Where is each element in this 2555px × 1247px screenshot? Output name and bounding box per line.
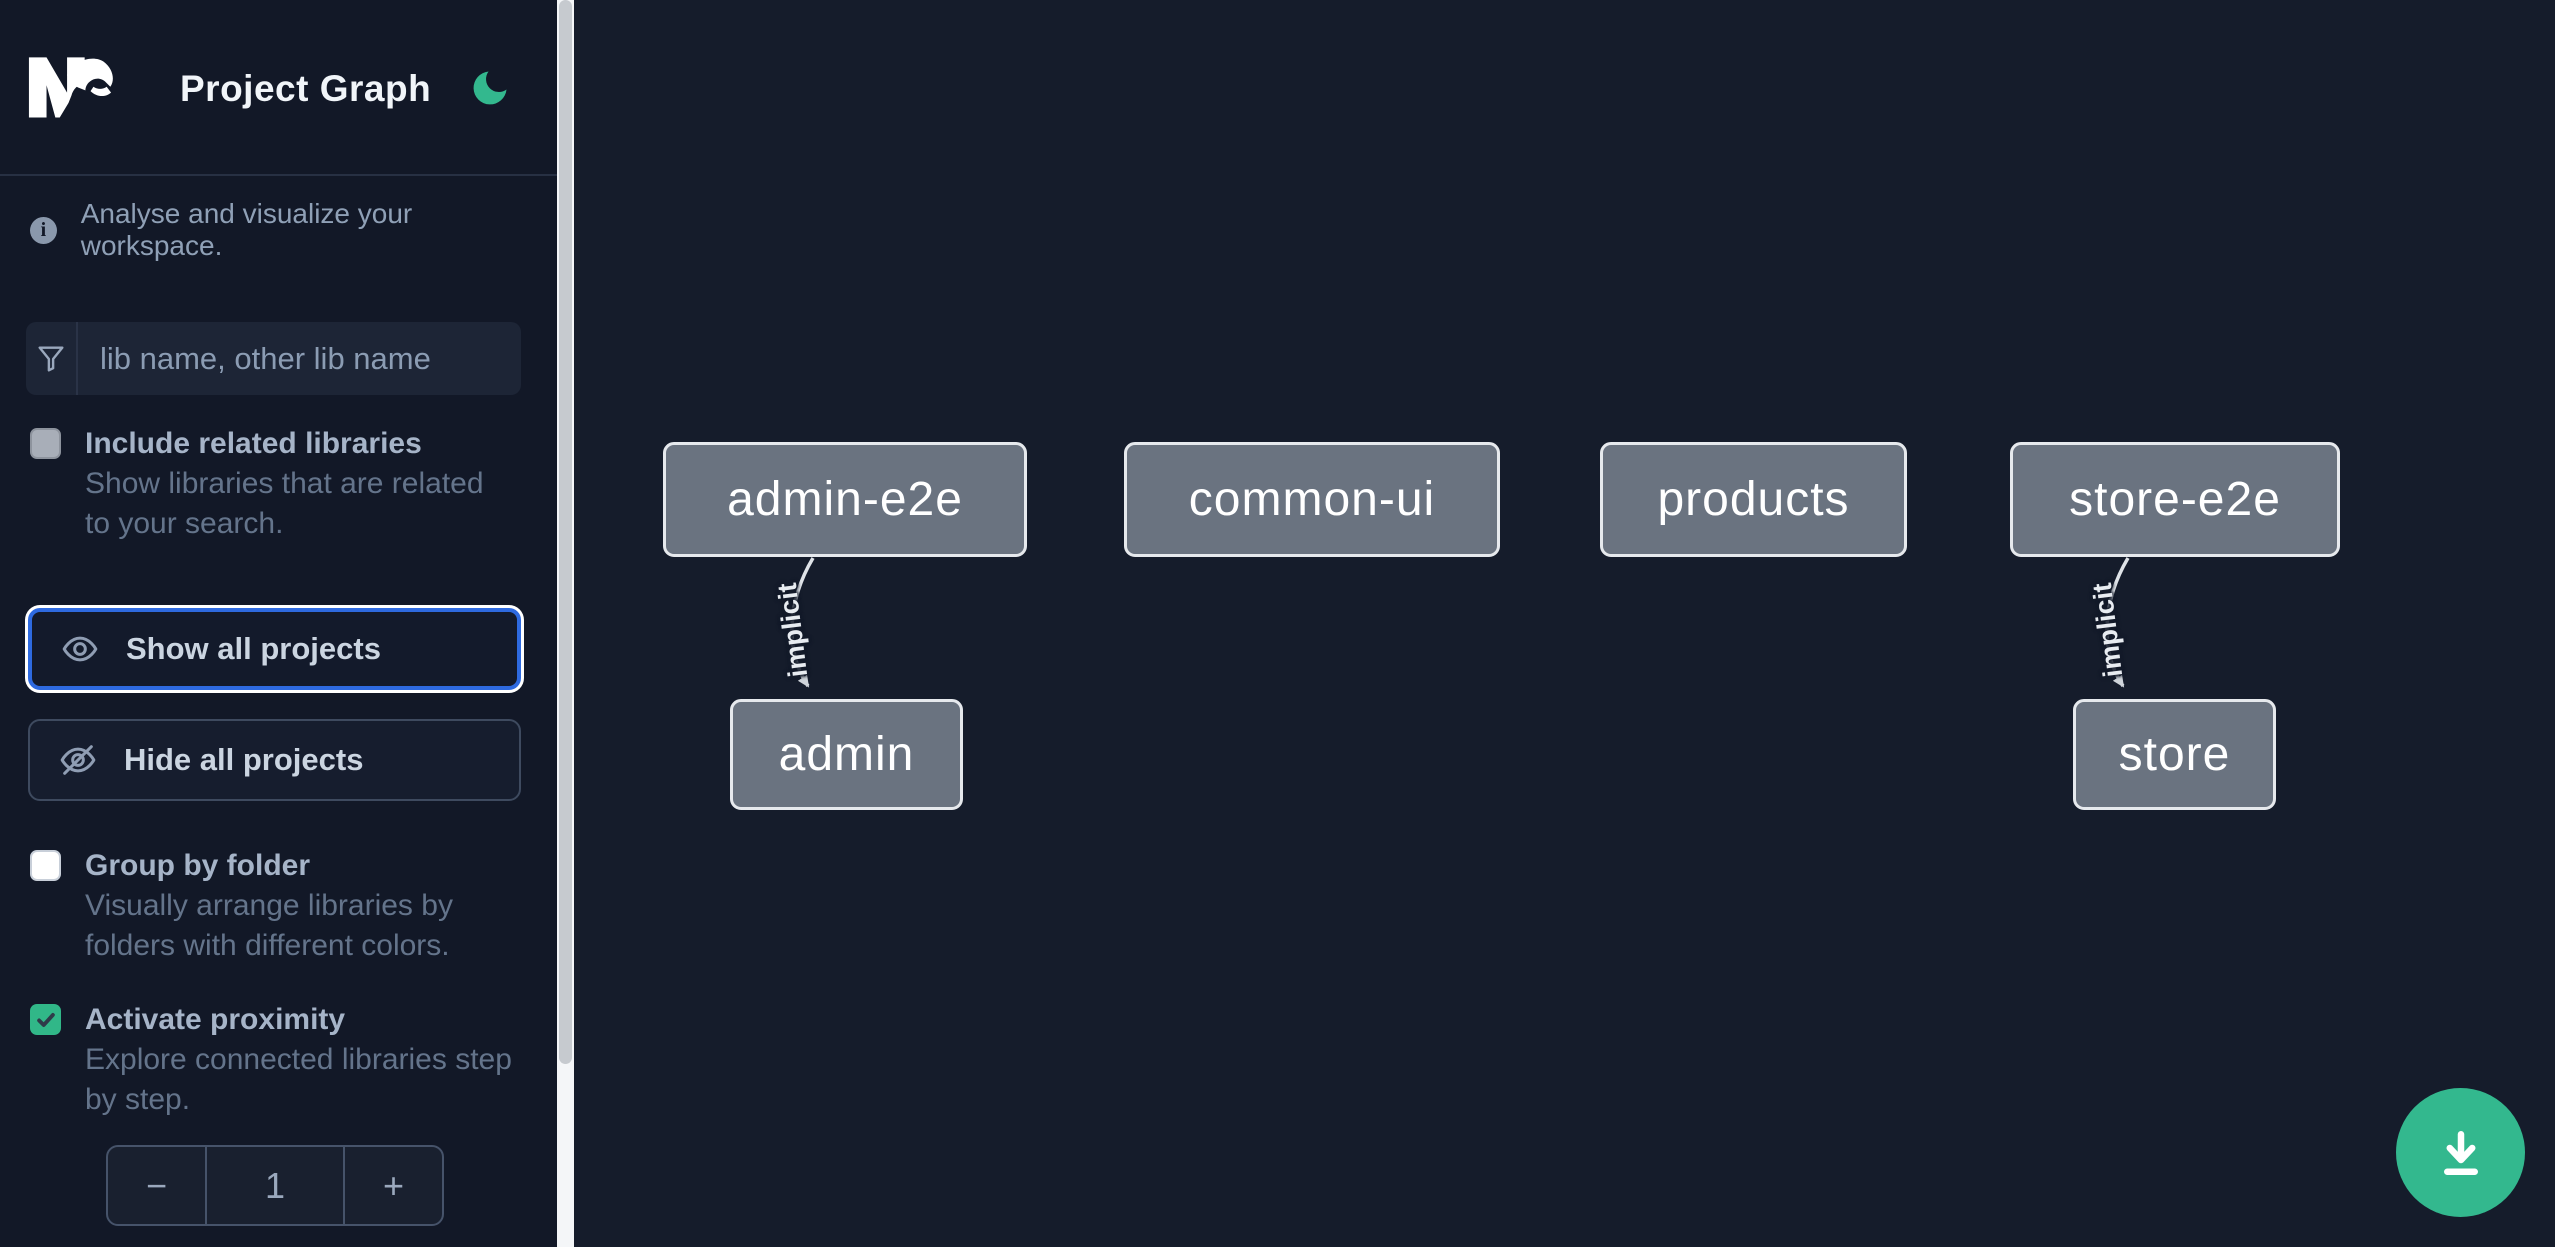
filter-funnel-icon	[26, 322, 78, 395]
option-description: Explore connected libraries step by step…	[85, 1043, 512, 1116]
option-label: Group by folder	[85, 849, 310, 882]
include-related-checkbox[interactable]	[30, 428, 61, 459]
hide-all-projects-button[interactable]: Hide all projects	[28, 719, 521, 801]
search-input[interactable]	[78, 322, 521, 395]
dark-mode-moon-icon[interactable]	[468, 66, 512, 110]
sidebar-header: Project Graph	[0, 0, 557, 176]
info-icon: i	[30, 216, 57, 244]
graph-canvas[interactable]: implicit implicit admin-e2e common-ui pr…	[574, 0, 2555, 1247]
checkmark-icon	[36, 1012, 55, 1027]
show-all-projects-button[interactable]: Show all projects	[28, 608, 521, 690]
project-node-admin[interactable]: admin	[730, 699, 963, 810]
eye-off-icon	[60, 745, 96, 775]
option-description: Visually arrange libraries by folders wi…	[85, 889, 453, 962]
project-node-products[interactable]: products	[1600, 442, 1907, 557]
project-node-admin-e2e[interactable]: admin-e2e	[663, 442, 1027, 557]
sidebar-scrollbar-thumb[interactable]	[559, 0, 572, 1064]
page-title: Project Graph	[180, 68, 432, 109]
option-include-related: Include related libraries Show libraries…	[30, 424, 515, 544]
nx-logo-icon	[28, 57, 113, 118]
download-icon	[2443, 1130, 2478, 1175]
option-group-by-folder: Group by folder Visually arrange librari…	[30, 846, 515, 966]
sidebar: Project Graph i Analyse and visualize yo…	[0, 0, 557, 1247]
button-label: Show all projects	[126, 631, 381, 666]
decrement-button[interactable]: −	[108, 1147, 207, 1224]
option-label: Include related libraries	[85, 427, 422, 460]
option-label: Activate proximity	[85, 1003, 346, 1036]
workspace-info: i Analyse and visualize your workspace.	[30, 198, 557, 262]
option-activate-proximity: Activate proximity Explore connected lib…	[30, 1000, 515, 1120]
stepper-value: 1	[264, 1164, 286, 1206]
tagline-text: Analyse and visualize your workspace.	[80, 198, 413, 261]
dependency-edges	[790, 557, 2130, 688]
project-node-store-e2e[interactable]: store-e2e	[2010, 442, 2340, 557]
filter-input-group	[26, 322, 521, 395]
option-description: Show libraries that are related to your …	[85, 467, 484, 540]
project-node-common-ui[interactable]: common-ui	[1124, 442, 1500, 557]
download-image-button[interactable]	[2396, 1088, 2525, 1217]
increment-button[interactable]: +	[343, 1147, 442, 1224]
sidebar-scrollbar-track[interactable]	[557, 0, 574, 1247]
button-label: Hide all projects	[124, 742, 364, 777]
eye-icon	[62, 636, 98, 662]
group-by-folder-checkbox[interactable]	[30, 850, 61, 881]
project-node-store[interactable]: store	[2073, 699, 2276, 810]
activate-proximity-checkbox[interactable]	[30, 1004, 61, 1035]
edge-admin-e2e-to-admin	[790, 557, 815, 688]
proximity-depth-stepper: − 1 +	[106, 1145, 444, 1226]
edge-store-e2e-to-store	[2105, 557, 2130, 688]
